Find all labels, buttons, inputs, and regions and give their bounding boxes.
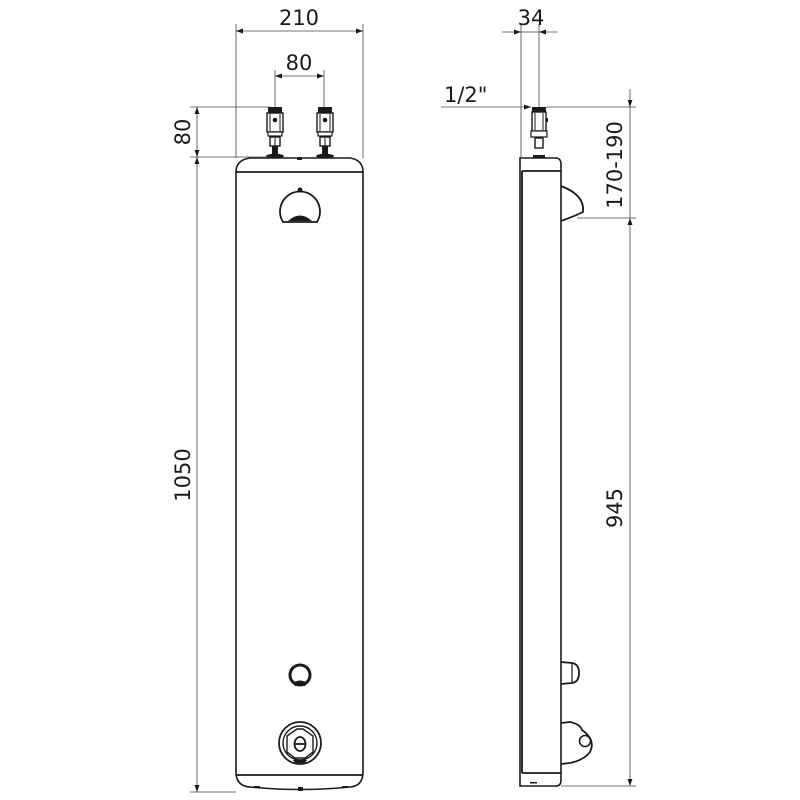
dimension-inlet-spacing: 80 — [274, 51, 325, 107]
dim-label-945: 945 — [603, 488, 627, 528]
bottom-notch — [298, 787, 303, 791]
dim-label-170-190: 170-190 — [603, 121, 627, 209]
bottom-foot-right — [342, 786, 348, 788]
dim-label-thread: 1/2" — [444, 83, 487, 107]
side-inlet-connector — [530, 107, 548, 158]
inlet-connector-left — [266, 107, 284, 159]
dim-label-1050: 1050 — [171, 448, 195, 501]
dimension-inlet-to-head: 170-190 — [546, 89, 636, 219]
dimension-thread-size: 1/2" — [441, 83, 531, 110]
dim-label-210: 210 — [279, 6, 319, 30]
dim-label-80-height: 80 — [171, 119, 195, 146]
dimension-inlet-height: 80 — [171, 106, 270, 158]
bottom-foot-left — [254, 786, 260, 788]
dim-label-80-spacing: 80 — [286, 51, 313, 75]
front-view: 210 80 80 1050 — [171, 6, 364, 793]
side-push-button-icon — [560, 661, 580, 685]
side-mixing-knob-icon — [560, 721, 593, 765]
dimension-side-depth: 34 — [502, 6, 558, 158]
shower-head-icon — [279, 187, 321, 223]
side-bottom-mark — [530, 782, 537, 784]
dim-label-34: 34 — [518, 6, 545, 30]
dimension-head-to-bottom: 945 — [561, 218, 636, 787]
side-view: 34 1/2" 170-190 945 — [441, 6, 636, 787]
side-shower-head-icon — [560, 185, 584, 222]
mixing-knob-icon — [278, 721, 322, 765]
inlet-connector-right — [316, 107, 334, 159]
top-notch — [297, 157, 302, 160]
dimension-front-width: 210 — [235, 6, 364, 158]
side-panel-body — [519, 157, 562, 787]
front-panel-body — [235, 157, 364, 791]
push-button-icon — [288, 663, 312, 687]
dimension-total-height: 1050 — [171, 157, 236, 793]
